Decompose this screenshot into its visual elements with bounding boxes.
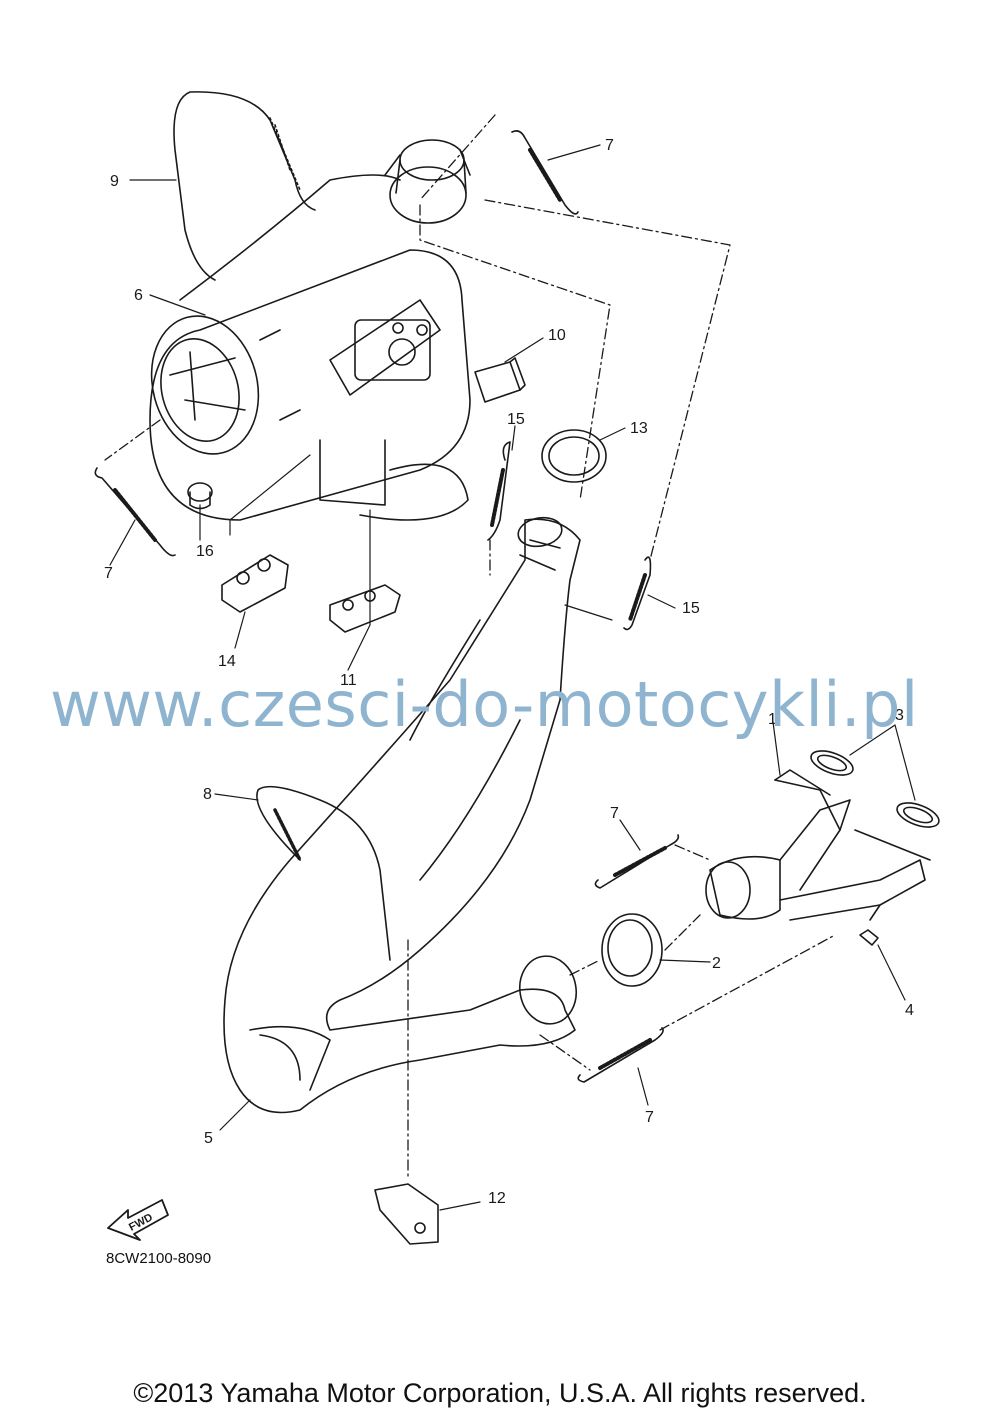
damper-part-14 <box>221 554 289 613</box>
callout-5: 5 <box>204 1130 213 1147</box>
callout-3: 3 <box>895 707 904 724</box>
callout-6: 6 <box>134 287 143 304</box>
callout-7-bottom: 7 <box>645 1109 654 1126</box>
callout-12: 12 <box>488 1190 506 1207</box>
spring-15-right <box>623 556 652 631</box>
callout-4: 4 <box>905 1002 914 1019</box>
gasket-part-3-lower <box>896 802 940 828</box>
callout-7-left: 7 <box>104 565 113 582</box>
spring-15-upper <box>487 441 511 541</box>
callout-7-top: 7 <box>605 137 614 154</box>
callout-1: 1 <box>768 711 777 728</box>
hanger-wire-part-8 <box>256 785 391 961</box>
callout-15-right: 15 <box>682 600 700 617</box>
gasket-part-3-upper <box>810 750 854 776</box>
watermark-url: www.czesci-do-motocykli.pl <box>50 668 919 741</box>
callout-10: 10 <box>548 327 566 344</box>
callout-8: 8 <box>203 786 212 803</box>
callout-2: 2 <box>712 955 721 972</box>
callout-7-middle: 7 <box>610 805 619 822</box>
exhaust-chamber-part-5 <box>223 516 581 1114</box>
damper-part-10 <box>474 357 526 403</box>
hanger-wire-part-9 <box>173 91 316 281</box>
gasket-part-13 <box>541 429 607 483</box>
manifold-part-1 <box>705 769 931 921</box>
callout-16: 16 <box>196 543 214 560</box>
callout-13: 13 <box>630 420 648 437</box>
copyright-notice: ©2013 Yamaha Motor Corporation, U.S.A. A… <box>133 1378 867 1408</box>
damper-part-11 <box>329 584 401 633</box>
callout-11: 11 <box>340 672 357 689</box>
spring-7-top <box>511 130 579 215</box>
muffler-part-6 <box>149 174 471 521</box>
spring-7-middle <box>594 834 680 889</box>
fwd-arrow-icon: FWD <box>107 1199 169 1241</box>
callout-9: 9 <box>110 173 119 190</box>
spring-7-bottom <box>577 1027 664 1083</box>
leader-lines <box>109 144 916 1211</box>
muffler-inlet-clamp <box>384 139 471 224</box>
gasket-part-2 <box>601 913 663 987</box>
callout-14: 14 <box>218 653 236 670</box>
catalog-code: 8CW2100-8090 <box>106 1250 212 1267</box>
bolt-part-4 <box>859 904 881 946</box>
reference-lines <box>104 114 836 1181</box>
damper-part-12 <box>374 1183 439 1245</box>
spring-7-left <box>94 467 176 557</box>
callout-15-upper: 15 <box>507 411 525 428</box>
